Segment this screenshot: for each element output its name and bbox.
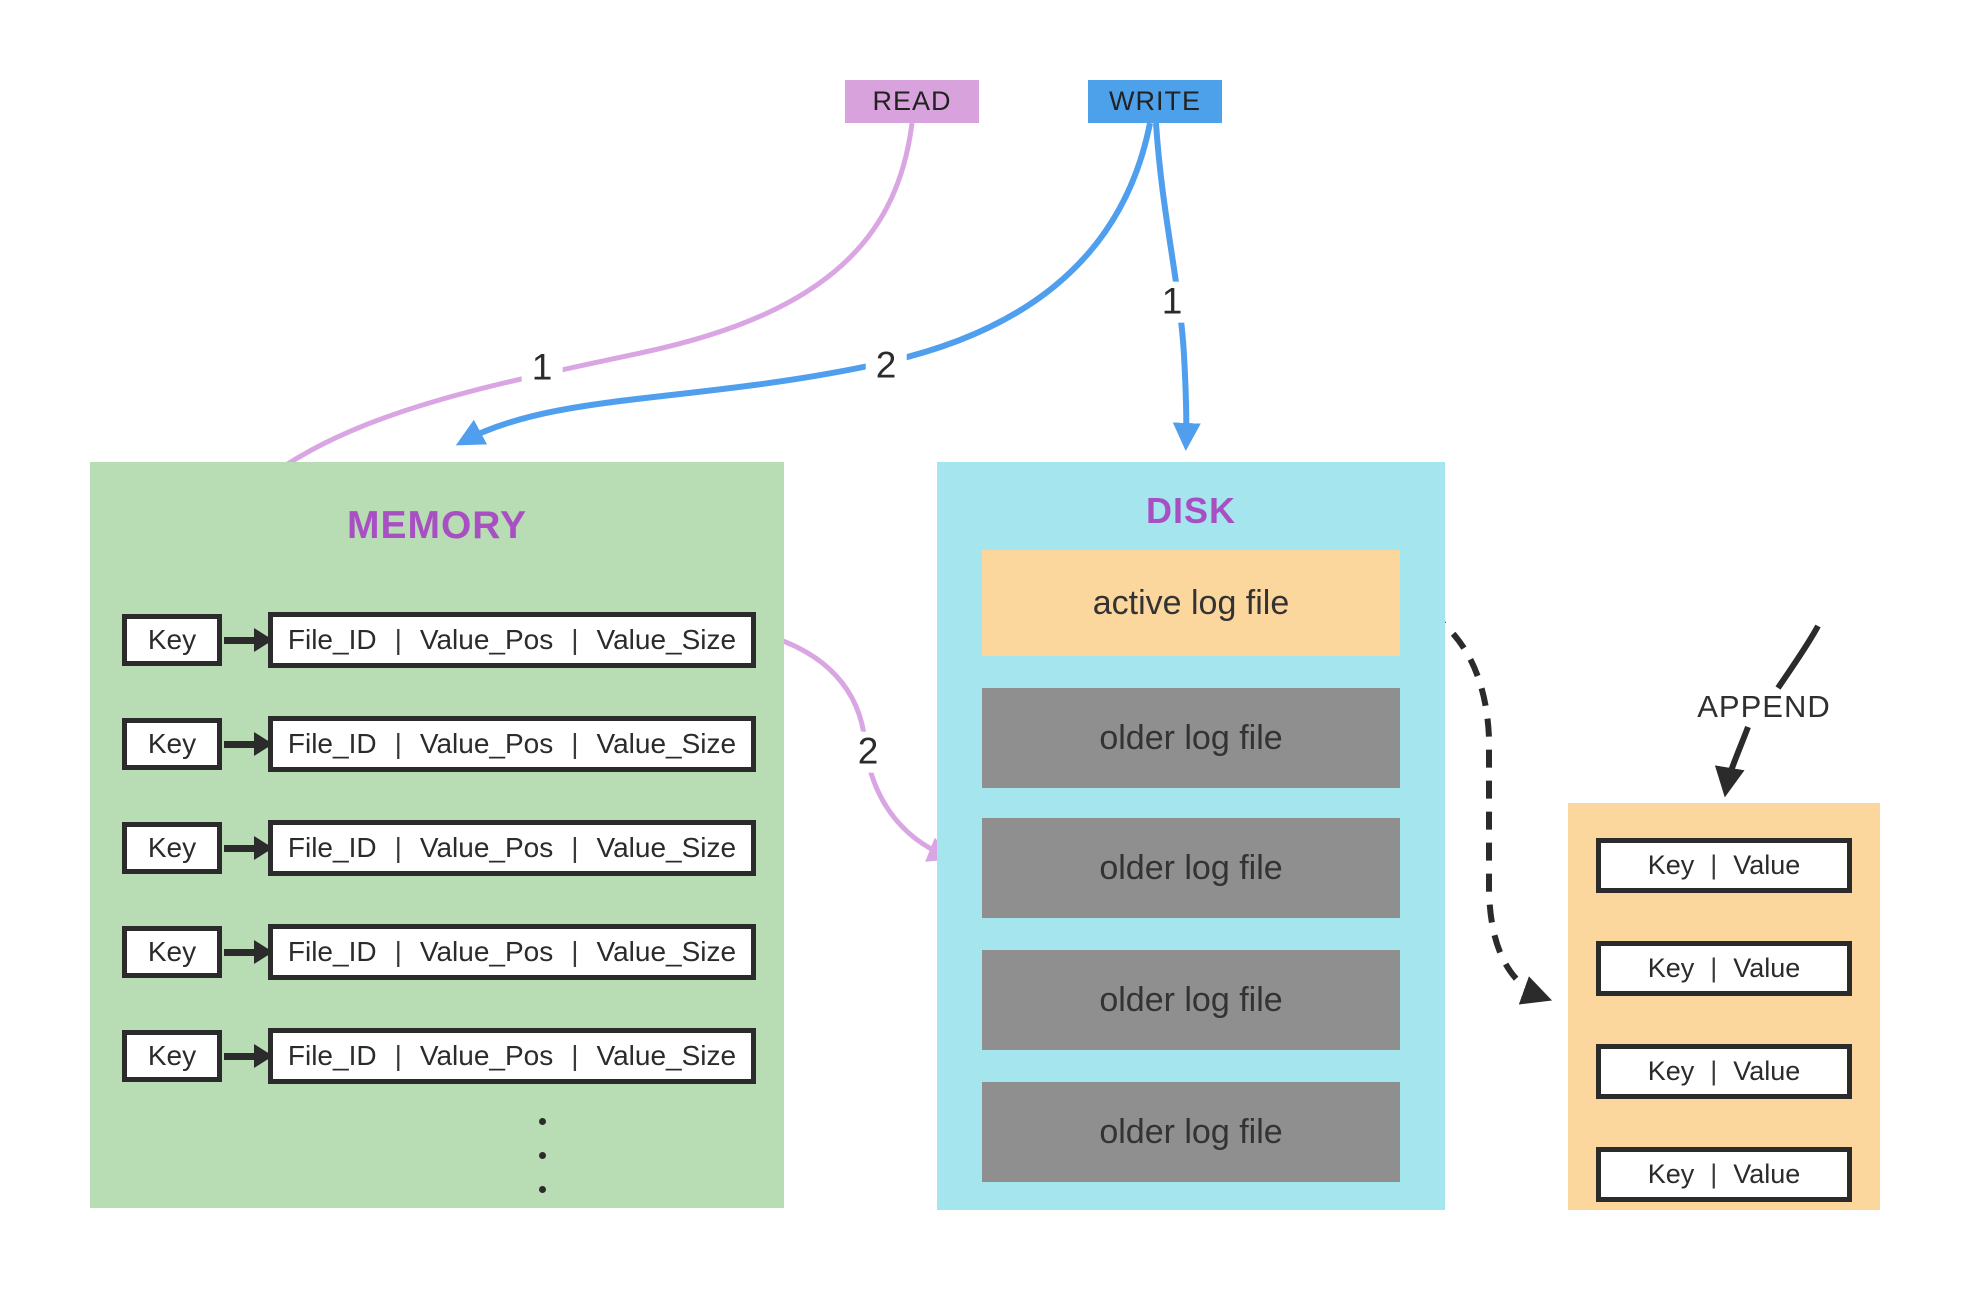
entry-box: File_ID | Value_Pos | Value_Size bbox=[268, 924, 756, 980]
field-separator: | bbox=[1710, 953, 1718, 983]
append-arrow-upper bbox=[1775, 624, 1821, 690]
write-node: WRITE bbox=[1088, 80, 1222, 123]
disk-panel: DISK active log file older log file olde… bbox=[937, 462, 1445, 1210]
memory-to-disk-step-label: 2 bbox=[847, 731, 889, 773]
memory-row: Key File_ID | Value_Pos | Value_Size bbox=[122, 820, 756, 876]
key-box: Key bbox=[122, 1030, 222, 1082]
older-log-file: older log file bbox=[982, 950, 1400, 1050]
key-box: Key bbox=[122, 614, 222, 666]
entry-value-pos: Value_Pos bbox=[419, 728, 554, 759]
entry-value-size: Value_Size bbox=[596, 728, 737, 759]
field-separator: | bbox=[571, 624, 579, 655]
key-to-entry-arrow-icon bbox=[224, 836, 273, 860]
entry-box: File_ID | Value_Pos | Value_Size bbox=[268, 1028, 756, 1084]
memory-row: Key File_ID | Value_Pos | Value_Size bbox=[122, 924, 756, 980]
edge-write-to-memory bbox=[455, 122, 1153, 446]
entry-file-id: File_ID bbox=[287, 728, 377, 759]
ellipsis-dot bbox=[539, 1118, 546, 1125]
key-to-entry-arrow-icon bbox=[224, 1044, 273, 1068]
field-separator: | bbox=[571, 832, 579, 863]
key-box: Key bbox=[122, 822, 222, 874]
entry-file-id: File_ID bbox=[287, 1040, 377, 1071]
field-separator: | bbox=[1710, 1159, 1718, 1189]
older-log-file: older log file bbox=[982, 818, 1400, 918]
write-step2-label: 2 bbox=[865, 345, 907, 387]
older-log-file: older log file bbox=[982, 688, 1400, 788]
kv-key: Key bbox=[1647, 953, 1695, 983]
key-value-row: Key | Value bbox=[1596, 838, 1852, 893]
key-to-entry-arrow-icon bbox=[224, 628, 273, 652]
kv-value: Value bbox=[1733, 1159, 1801, 1189]
entry-file-id: File_ID bbox=[287, 936, 377, 967]
field-separator: | bbox=[394, 728, 402, 759]
entry-file-id: File_ID bbox=[287, 624, 377, 655]
entry-value-size: Value_Size bbox=[596, 624, 737, 655]
key-value-row: Key | Value bbox=[1596, 1044, 1852, 1099]
ellipsis-dot bbox=[539, 1152, 546, 1159]
memory-panel: MEMORY Key File_ID | Value_Pos | Value_S… bbox=[90, 462, 784, 1208]
field-separator: | bbox=[571, 728, 579, 759]
disk-title: DISK bbox=[1145, 490, 1236, 531]
field-separator: | bbox=[1710, 850, 1718, 880]
entry-value-size: Value_Size bbox=[596, 1040, 737, 1071]
entry-file-id: File_ID bbox=[287, 832, 377, 863]
entry-value-pos: Value_Pos bbox=[419, 936, 554, 967]
entry-box: File_ID | Value_Pos | Value_Size bbox=[268, 716, 756, 772]
entry-value-pos: Value_Pos bbox=[419, 832, 554, 863]
key-value-row: Key | Value bbox=[1596, 941, 1852, 996]
field-separator: | bbox=[394, 936, 402, 967]
memory-row: Key File_ID | Value_Pos | Value_Size bbox=[122, 612, 756, 668]
key-box: Key bbox=[122, 926, 222, 978]
entry-value-pos: Value_Pos bbox=[419, 1040, 554, 1071]
key-to-entry-arrow-icon bbox=[224, 732, 273, 756]
entry-box: File_ID | Value_Pos | Value_Size bbox=[268, 612, 756, 668]
key-box: Key bbox=[122, 718, 222, 770]
field-separator: | bbox=[394, 832, 402, 863]
memory-row: Key File_ID | Value_Pos | Value_Size bbox=[122, 716, 756, 772]
kv-key: Key bbox=[1647, 1159, 1695, 1189]
write-step1-label: 1 bbox=[1151, 281, 1193, 323]
data-file-panel: Key | Value Key | Value Key | Value Key … bbox=[1568, 803, 1880, 1210]
memory-title: MEMORY bbox=[346, 504, 528, 547]
append-label: APPEND bbox=[1697, 689, 1831, 724]
read-node: READ bbox=[845, 80, 979, 123]
kv-key: Key bbox=[1647, 1056, 1695, 1086]
kv-value: Value bbox=[1733, 953, 1801, 983]
key-to-entry-arrow-icon bbox=[224, 940, 273, 964]
field-separator: | bbox=[1710, 1056, 1718, 1086]
active-log-file: active log file bbox=[982, 550, 1400, 656]
field-separator: | bbox=[394, 1040, 402, 1071]
entry-value-pos: Value_Pos bbox=[419, 624, 554, 655]
memory-row: Key File_ID | Value_Pos | Value_Size bbox=[122, 1028, 756, 1084]
kv-key: Key bbox=[1647, 850, 1695, 880]
entry-value-size: Value_Size bbox=[596, 936, 737, 967]
append-arrow-lower bbox=[1714, 725, 1751, 798]
kv-value: Value bbox=[1733, 1056, 1801, 1086]
key-value-row: Key | Value bbox=[1596, 1147, 1852, 1202]
older-log-file: older log file bbox=[982, 1082, 1400, 1182]
field-separator: | bbox=[394, 624, 402, 655]
field-separator: | bbox=[571, 936, 579, 967]
entry-box: File_ID | Value_Pos | Value_Size bbox=[268, 820, 756, 876]
ellipsis-dot bbox=[539, 1186, 546, 1193]
read-step-label: 1 bbox=[521, 347, 563, 389]
field-separator: | bbox=[571, 1040, 579, 1071]
entry-value-size: Value_Size bbox=[596, 832, 737, 863]
kv-value: Value bbox=[1733, 850, 1801, 880]
